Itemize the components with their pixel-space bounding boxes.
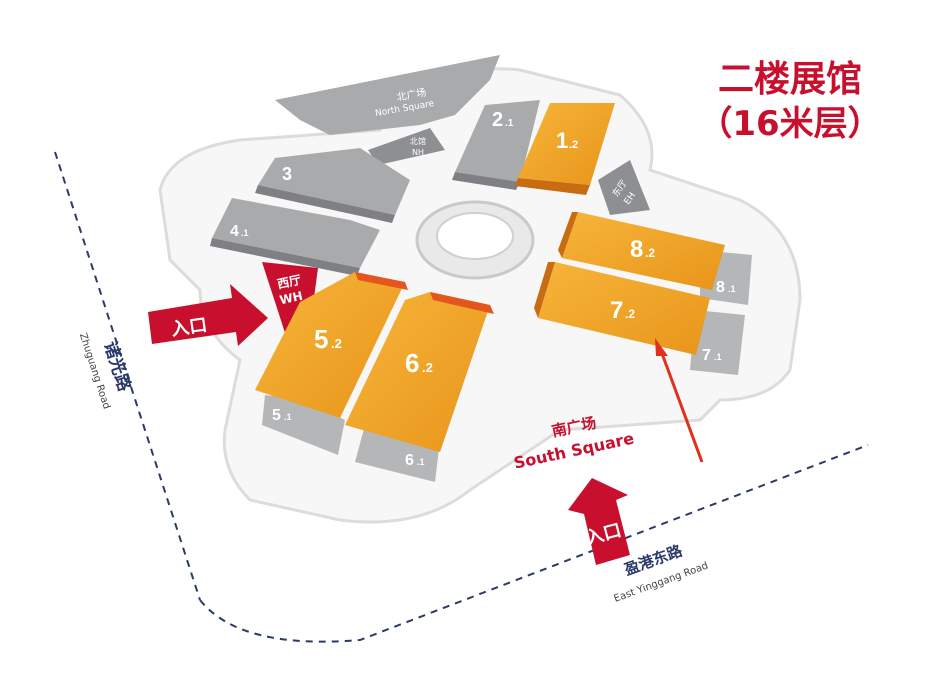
hall-4-1[interactable]: 4 .1 [210, 198, 380, 276]
floor-subtitle: （16米层） [698, 104, 882, 144]
hall-8-2-suffix: .2 [645, 246, 655, 260]
north-hall-cn-label: 北馆 [410, 136, 426, 146]
central-rotunda [415, 200, 535, 280]
west-hall-cn-label: 西厅 [276, 273, 302, 292]
hall-1-2-suffix: .2 [569, 139, 578, 151]
hall-5-2-number: 5 [314, 324, 328, 354]
south-entrance-arrow[interactable]: 入口 [568, 478, 630, 565]
hall-6-1-suffix: .1 [417, 457, 425, 467]
hall-7-2-suffix: .2 [625, 307, 635, 321]
hall-8-2-number: 8 [630, 236, 643, 263]
hall-7-2-number: 7 [610, 297, 623, 324]
hall-2-1-suffix: .1 [505, 118, 514, 129]
hall-7-1[interactable]: 7 .1 [690, 310, 745, 375]
hall-5-2-suffix: .2 [331, 336, 342, 351]
hall-4-1-suffix: .1 [241, 228, 249, 238]
hall-5-1-suffix: .1 [284, 412, 292, 422]
hall-6-2-suffix: .2 [422, 360, 433, 375]
hall-5-1-number: 5 [272, 407, 281, 424]
hall-7-1-suffix: .1 [714, 352, 722, 362]
hall-4-1-number: 4 [230, 223, 239, 240]
hall-8-1-suffix: .1 [728, 284, 736, 294]
hall-8-2[interactable]: 8 .2 [558, 212, 725, 290]
hall-2-1[interactable]: 2 .1 [452, 100, 540, 190]
hall-3-number: 3 [282, 164, 292, 184]
west-entrance-arrow[interactable]: 入口 [148, 284, 268, 346]
hall-2-1-number: 2 [492, 109, 503, 131]
north-square-area [275, 55, 500, 135]
hall-7-2[interactable]: 7 .2 [534, 262, 710, 355]
hall-6-1-number: 6 [405, 452, 414, 469]
hall-7-1-number: 7 [702, 347, 711, 364]
hall-6-2[interactable]: 6 .2 [345, 292, 494, 452]
floor-title: 二楼展馆 [717, 59, 862, 100]
zhuguang-road-line [54, 151, 201, 601]
hall-6-2-number: 6 [405, 348, 419, 378]
north-hall-en-label: NH [412, 148, 424, 157]
yinggang-road-line [199, 444, 869, 643]
hall-5-2[interactable]: 5 .2 [255, 272, 408, 418]
pointer-arrow [655, 338, 704, 463]
hall-1-2[interactable]: 1 .2 [515, 103, 615, 195]
hall-1-2-number: 1 [556, 128, 568, 153]
north-hall-area [368, 128, 445, 165]
west-hall-en-label: WH [278, 289, 304, 308]
west-entrance-label: 入口 [170, 315, 209, 341]
east-hall-area [598, 160, 650, 215]
hall-8-1-number: 8 [716, 279, 725, 296]
hall-3[interactable]: 3 [255, 148, 410, 223]
